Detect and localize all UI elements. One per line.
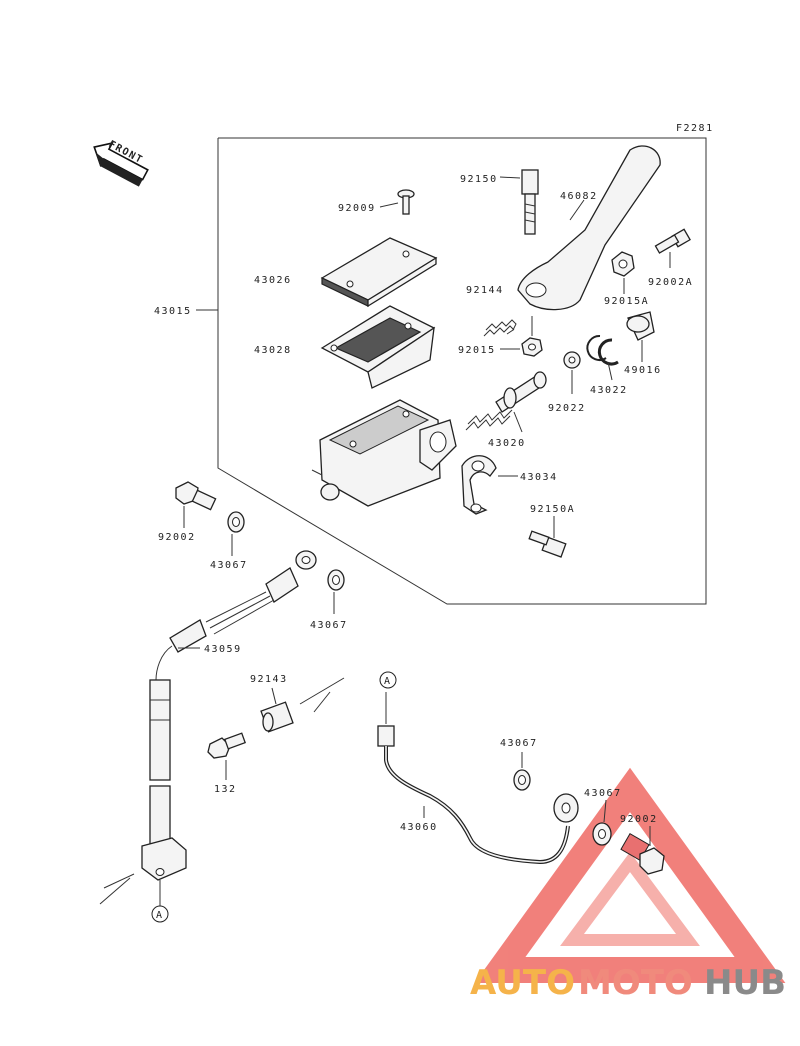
label-43067-c: 43067 [500, 738, 538, 749]
banjo-bolt-92002-bottom [620, 833, 665, 875]
bolt-92150 [521, 169, 539, 235]
washer-43067-d [592, 822, 612, 846]
collar-92143 [260, 701, 294, 733]
label-92002-top: 92002 [158, 532, 196, 543]
washer-43067-c [513, 769, 531, 791]
watermark-moto: MOTO [578, 963, 693, 1003]
label-49016: 49016 [624, 365, 662, 376]
circlip-43022 [586, 334, 619, 366]
brake-hose-43059 [141, 550, 317, 881]
ref-a-bottom: A [156, 910, 164, 921]
label-43026: 43026 [254, 275, 292, 286]
washer-43067-a [227, 511, 245, 533]
brake-lever [517, 145, 661, 311]
label-43034: 43034 [520, 472, 558, 483]
nut-92015a [611, 251, 635, 277]
label-43067-d: 43067 [584, 788, 622, 799]
screw-92009 [397, 189, 415, 215]
bolt-92002a [654, 228, 691, 254]
bolt-132 [207, 732, 247, 759]
label-43028: 43028 [254, 345, 292, 356]
label-92143: 92143 [250, 674, 288, 685]
watermark-auto: AUTO [470, 963, 575, 1003]
label-92022: 92022 [548, 403, 586, 414]
ref-a-top-circle [379, 671, 397, 689]
brake-pipe-43060 [377, 725, 579, 865]
label-43059: 43059 [204, 644, 242, 655]
label-132: 132 [214, 784, 237, 795]
master-cylinder-body [311, 399, 457, 507]
label-92002a: 92002A [648, 277, 693, 288]
label-92015: 92015 [458, 345, 496, 356]
label-92002-bottom: 92002 [620, 814, 658, 825]
assembly-outline [217, 137, 707, 605]
reservoir-cap [320, 237, 438, 308]
piston-assembly [465, 371, 547, 431]
spring-92144 [483, 319, 517, 337]
label-43060: 43060 [400, 822, 438, 833]
ref-a-bottom-circle [151, 905, 169, 923]
label-92144: 92144 [466, 285, 504, 296]
watermark-logo: AUTO MOTO HUB [470, 963, 786, 1003]
nut-92015 [521, 337, 543, 357]
clamp-43034 [461, 455, 497, 515]
label-46082: 46082 [560, 191, 598, 202]
diaphragm [320, 305, 436, 389]
boot-49016 [626, 311, 655, 341]
washer-43067-b [327, 569, 345, 591]
watermark-triangle [474, 767, 786, 983]
label-92150a: 92150A [530, 504, 575, 515]
label-92009: 92009 [338, 203, 376, 214]
label-43067-a: 43067 [210, 560, 248, 571]
bolt-92150a [528, 530, 567, 558]
label-43067-b: 43067 [310, 620, 348, 631]
label-92015a: 92015A [604, 296, 649, 307]
label-43015: 43015 [154, 306, 192, 317]
front-arrow-icon [93, 141, 149, 187]
label-43022: 43022 [590, 385, 628, 396]
ref-a-top: A [384, 676, 392, 687]
label-43020: 43020 [488, 438, 526, 449]
banjo-bolt-92002-top [175, 481, 217, 511]
watermark-hub: HUB [704, 963, 786, 1003]
washer-92022 [563, 351, 581, 369]
diagram-code: F2281 [676, 123, 714, 134]
label-92150: 92150 [460, 174, 498, 185]
